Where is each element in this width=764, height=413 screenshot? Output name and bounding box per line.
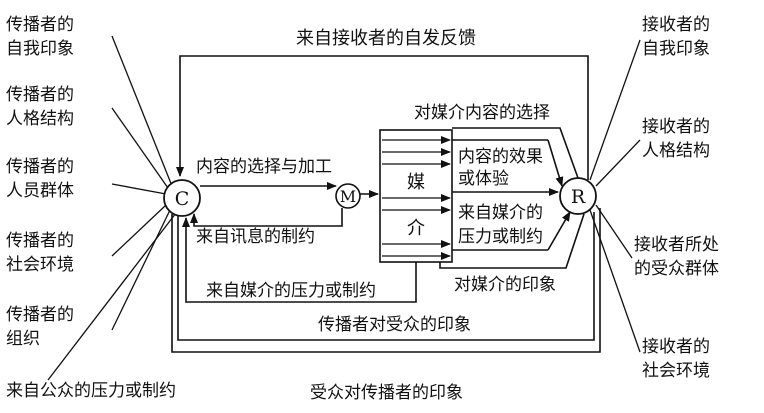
selection-processing-flow: 内容的选择与加工	[196, 157, 379, 198]
medium-char-2: 介	[407, 218, 425, 239]
sender-factor-self-image-l2: 自我印象	[6, 39, 74, 59]
sender-factor-self-image-l1: 传播者的	[6, 15, 74, 35]
receiver-factor-self-image-l2: 自我印象	[642, 39, 710, 59]
receiver-factors: 接收者的 自我印象 接收者的 人格结构 接收者所处 的受众群体 接收者的 社会环…	[634, 15, 719, 381]
audience-image-label: 受众对传播者的印象	[310, 383, 463, 403]
sender-node-label: C	[175, 188, 190, 210]
spontaneous-feedback-label: 来自接收者的自发反馈	[296, 28, 476, 49]
sender-factor-personality-l1: 传播者的	[6, 85, 74, 105]
sender-node: C	[163, 179, 201, 217]
sender-factor-environment-l2: 社会环境	[6, 255, 74, 275]
message-node-label: M	[340, 187, 356, 206]
receiver-node-label: R	[571, 186, 586, 208]
receiver-factor-personality-l1: 接收者的	[642, 117, 710, 137]
sender-factor-personality-l2: 人格结构	[6, 109, 74, 129]
audience-image-flow: 受众对传播者的印象	[171, 208, 601, 403]
sender-public-pressure: 来自公众的压力或制约	[6, 381, 176, 401]
sender-factor-group-l2: 人员群体	[6, 181, 74, 201]
media-pressure-flow: 来自媒介的压力或制约	[182, 217, 417, 303]
receiver-factor-personality-l2: 人格结构	[642, 141, 710, 161]
medium-to-receiver-flows: 对媒介内容的选择 内容的效果 或体验 来自媒介的 压力或制约 对媒介的印象	[414, 103, 585, 295]
sender-factor-organization-l2: 组织	[6, 329, 40, 349]
medium-box: 媒 介	[379, 129, 453, 263]
message-constraint-flow: 来自讯息的制约	[190, 208, 343, 247]
media-image-label: 对媒介的印象	[454, 275, 556, 295]
message-node: M	[335, 183, 361, 209]
communicator-image-label: 传播者对受众的印象	[318, 315, 471, 335]
spontaneous-feedback-loop: 来自接收者的自发反馈	[176, 28, 589, 180]
content-selection-label: 对媒介内容的选择	[414, 103, 550, 123]
receiver-factor-environment-l2: 社会环境	[642, 361, 710, 381]
effect-label-l2: 或体验	[458, 169, 509, 189]
medium-char-1: 媒	[407, 172, 425, 193]
sender-factor-environment-l1: 传播者的	[6, 231, 74, 251]
receiver-node: R	[559, 177, 597, 215]
selection-processing-label: 内容的选择与加工	[196, 157, 332, 177]
media-pressure-label: 来自媒介的压力或制约	[206, 281, 376, 301]
sender-factor-organization-l1: 传播者的	[6, 305, 74, 325]
receiver-factor-lines	[589, 39, 641, 353]
media-pressure-r-l1: 来自媒介的	[458, 203, 543, 223]
sender-factor-group-l1: 传播者的	[6, 157, 74, 177]
communicator-image-flow: 传播者对受众的印象	[177, 212, 595, 341]
sender-factor-lines	[47, 35, 177, 381]
effect-label-l1: 内容的效果	[458, 147, 543, 167]
receiver-factor-self-image-l1: 接收者的	[642, 15, 710, 35]
message-constraint-label: 来自讯息的制约	[196, 227, 315, 247]
receiver-factor-group-l2: 的受众群体	[634, 259, 719, 279]
sender-factors: 传播者的 自我印象 传播者的 人格结构 传播者的 人员群体 传播者的 社会环境 …	[6, 15, 176, 401]
receiver-factor-environment-l1: 接收者的	[642, 337, 710, 357]
media-pressure-r-l2: 压力或制约	[458, 227, 543, 247]
receiver-factor-group-l1: 接收者所处	[634, 235, 719, 255]
